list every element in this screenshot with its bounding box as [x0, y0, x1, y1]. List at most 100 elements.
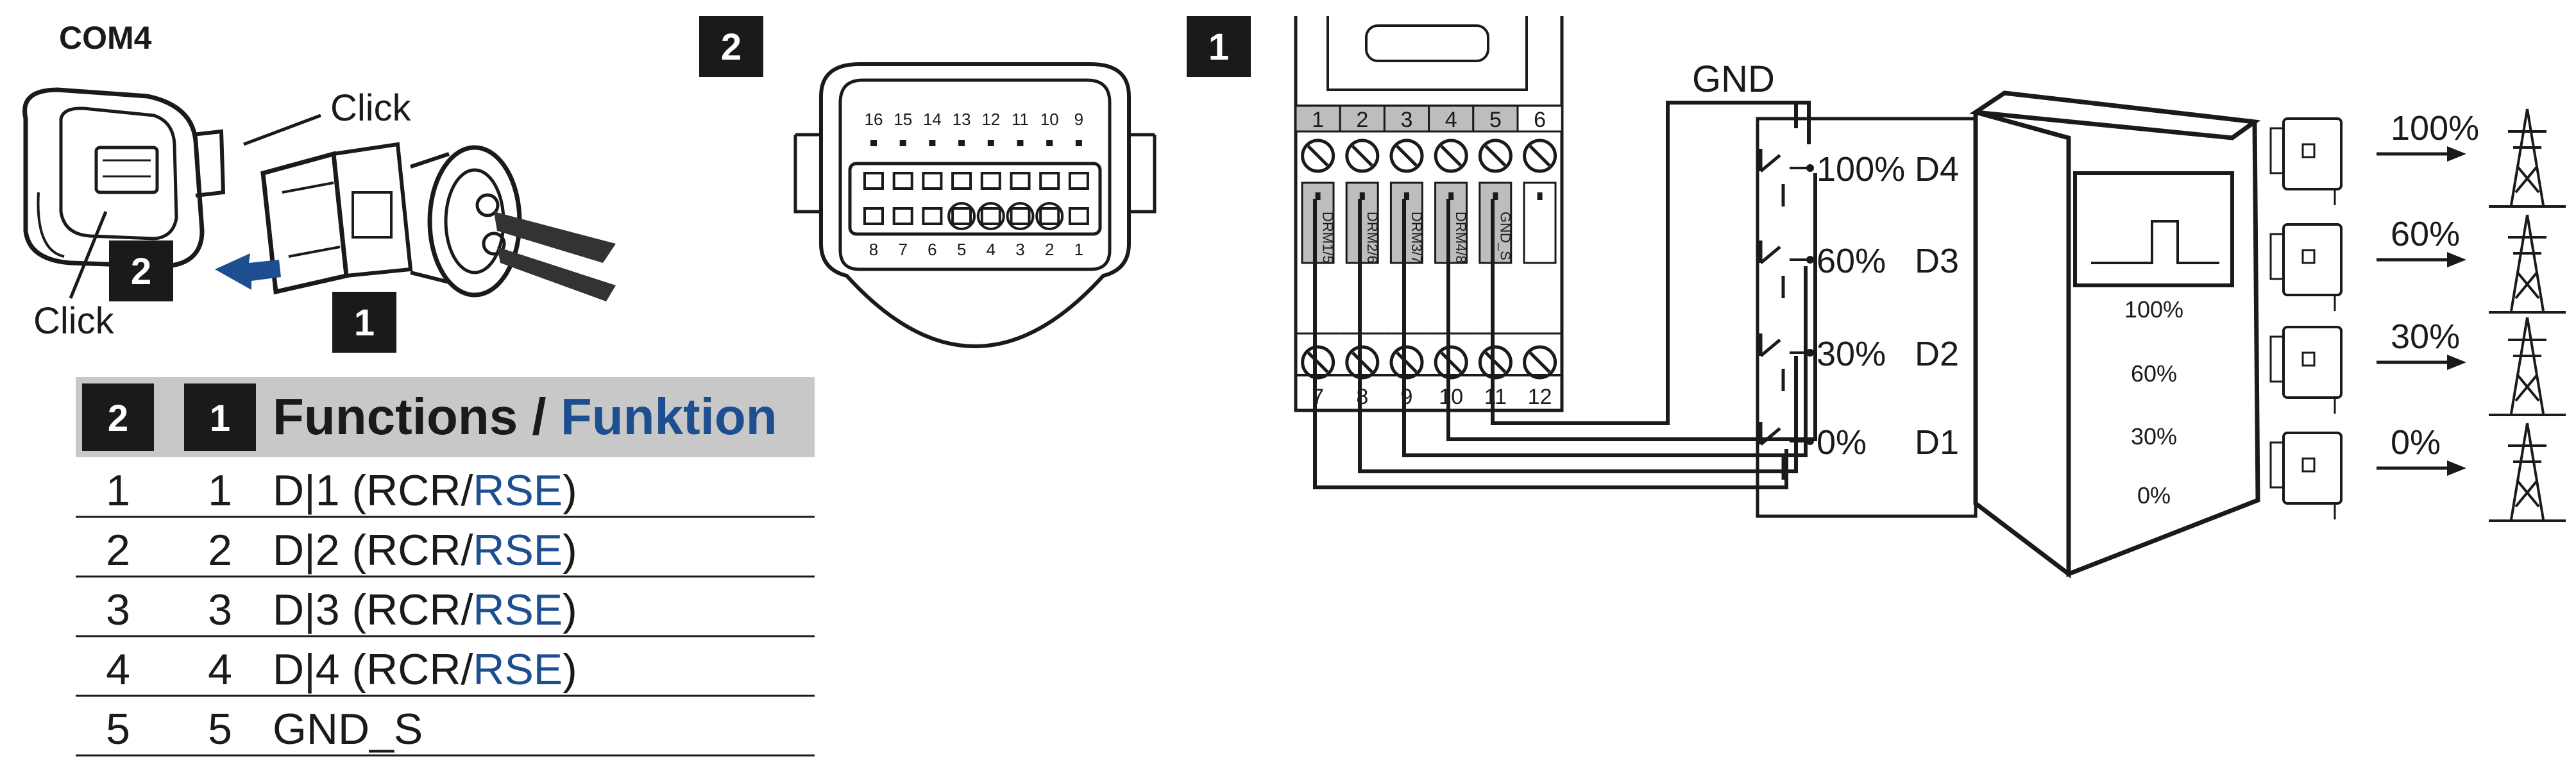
- switch-code: D1: [1915, 423, 1959, 462]
- relay-node: [1806, 256, 1814, 264]
- wire: [1491, 101, 1811, 425]
- terminal-top-number: 6: [1534, 108, 1546, 132]
- receiver-level: 100%: [2124, 296, 2183, 323]
- pin-dot-top: [929, 140, 936, 146]
- terminal-screw-top: [1389, 139, 1424, 173]
- inverter-icon: [2282, 117, 2343, 190]
- terminal-screw-bottom: [1434, 345, 1468, 380]
- pin-dot-top: [1075, 140, 1082, 146]
- insert-arrow: [215, 253, 281, 290]
- relay-node: [1806, 349, 1814, 357]
- terminal-cells: 1DRM1/572DRM2/683DRM3/794DRM4/8105GND_S1…: [1294, 105, 1563, 409]
- switch-code: D2: [1915, 335, 1959, 373]
- terminal-label: GND_S: [1497, 212, 1513, 260]
- table-header-badge-right: [184, 383, 256, 451]
- output-row: 30%: [2269, 317, 2566, 416]
- receiver-level: 60%: [2131, 360, 2177, 387]
- switch-percent: 100%: [1817, 150, 1905, 189]
- pin-face-badge: [699, 16, 763, 77]
- plug-badge-number: 1: [354, 302, 375, 344]
- table-cell-connector: 1: [106, 466, 130, 515]
- table-cell-function: D|3 (RCR/RSE): [273, 585, 577, 634]
- terminal-top-number-cell: [1472, 105, 1519, 133]
- terminal-bottom-number: 10: [1439, 385, 1463, 409]
- table-cell-connector: 2: [106, 526, 130, 575]
- output-level: 0%: [2391, 423, 2441, 462]
- relay-node: [1806, 164, 1814, 172]
- terminal-screw-bottom: [1389, 345, 1424, 380]
- function-rse: RSE: [473, 585, 563, 634]
- output-level: 60%: [2391, 215, 2460, 253]
- wire-paths: [1313, 101, 1817, 489]
- terminal-screw-top: [1478, 139, 1513, 173]
- function-text: D|2 (RCR/: [273, 526, 473, 575]
- click-bottom-label: Click: [33, 300, 115, 342]
- terminal-top-number: 1: [1312, 108, 1324, 132]
- terminal-contact-mark: [1359, 192, 1365, 200]
- terminal-badge: [1187, 16, 1251, 77]
- receiver-pulse-signal: [2091, 220, 2219, 264]
- function-close: ): [563, 585, 577, 634]
- output-row: 60%: [2269, 214, 2566, 314]
- terminal-label: DRM2/6: [1364, 212, 1380, 264]
- output-arrow-head: [2447, 252, 2466, 267]
- output-arrow-head: [2447, 355, 2466, 370]
- inverter-display: [2301, 457, 2316, 473]
- table-cell-connector: 3: [106, 585, 130, 634]
- inverter-icon: [2282, 326, 2343, 399]
- wire: [1313, 199, 1788, 489]
- pin-number-bottom: 6: [928, 240, 936, 259]
- table-header-badge-left: [82, 383, 154, 451]
- pin-number-bottom: 3: [1015, 240, 1024, 259]
- receiver-level: 30%: [2131, 423, 2177, 450]
- terminal-screw-slot: [1484, 351, 1507, 373]
- terminal-top-number: 4: [1445, 108, 1457, 132]
- pin-number-top: 12: [981, 110, 1000, 129]
- pin-face-inner-rim: [838, 78, 1112, 271]
- pin-dot-top: [899, 140, 906, 146]
- terminal-screw-top: [1345, 139, 1380, 173]
- pin-cell-bottom: [863, 207, 884, 225]
- terminal-screw-slot: [1307, 145, 1329, 167]
- pin-cell-bottom: [1010, 207, 1031, 225]
- pin-number-top: 15: [894, 110, 912, 129]
- terminal-screw-top: [1523, 139, 1557, 173]
- table-cell-pin: 2: [208, 526, 232, 575]
- receiver-display: [2073, 171, 2234, 287]
- function-rse: RSE: [473, 526, 563, 575]
- wire: [1358, 199, 1798, 473]
- table-header-title: Functions / Funktion: [273, 388, 777, 445]
- table-header-funktion: Funktion: [561, 388, 777, 445]
- terminal-top-number-cell: [1383, 105, 1430, 133]
- terminal-screw-slot: [1396, 145, 1418, 167]
- socket-badge-number: 2: [131, 251, 151, 292]
- function-text: D|1 (RCR/: [273, 466, 473, 515]
- pin-cell-populated: [1035, 202, 1064, 230]
- relay-contact: [1759, 149, 1785, 206]
- inverter-bracket: [2269, 233, 2285, 280]
- inverter-icon: [2282, 432, 2343, 505]
- power-tower-icon: [2489, 108, 2566, 208]
- pin-number-top: 10: [1040, 110, 1059, 129]
- pin-cell-populated: [976, 202, 1005, 230]
- pin-number-top: 14: [923, 110, 942, 129]
- table-cell-connector: 4: [106, 645, 130, 694]
- output-arrow-head: [2447, 146, 2466, 162]
- terminal-screw-bottom: [1301, 345, 1335, 380]
- pin-cell-bottom: [1068, 207, 1089, 225]
- receiver-front-face: [1975, 90, 2260, 578]
- function-close: ): [563, 466, 577, 515]
- socket-badge: [109, 240, 173, 301]
- pin-face-left-latch: [793, 133, 821, 214]
- pin-cell-top: [892, 172, 913, 190]
- inverter-display: [2301, 249, 2316, 264]
- table-header-functions: Functions /: [273, 388, 561, 445]
- terminal-screw-top: [1301, 139, 1335, 173]
- receiver-side-face: [1973, 112, 2071, 579]
- relay-contact: [1759, 240, 1785, 298]
- pin-face-outer-shell: [819, 62, 1131, 349]
- terminal-bottom-number: 12: [1528, 385, 1552, 409]
- table-cell-function: D|4 (RCR/RSE): [273, 645, 577, 694]
- terminal-contact-mark: [1315, 192, 1321, 200]
- pin-face-right-latch: [1129, 133, 1157, 214]
